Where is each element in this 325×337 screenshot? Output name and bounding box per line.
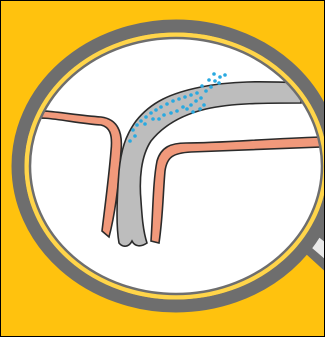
magnifying-glass-icon — [30, 38, 322, 294]
